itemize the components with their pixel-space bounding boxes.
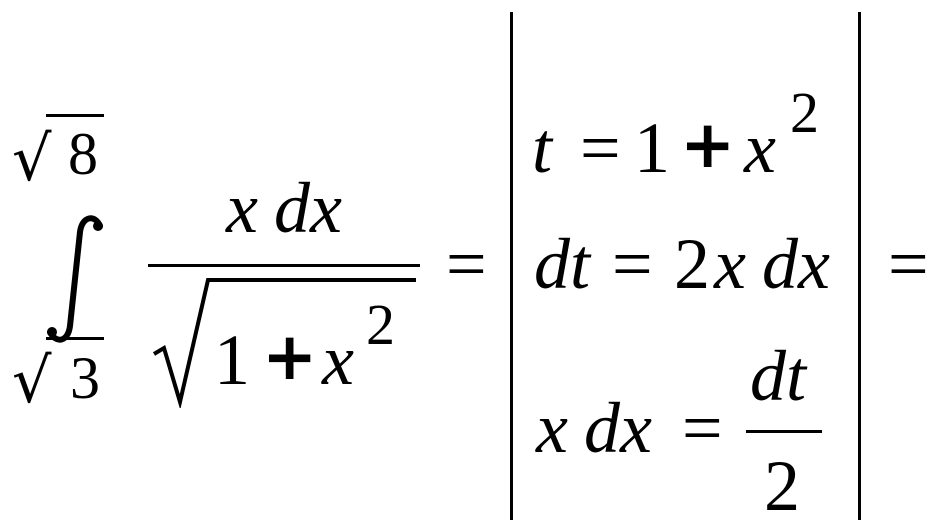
row3-denominator: 2 (764, 446, 800, 526)
fraction-bar (148, 264, 420, 267)
row1-t: t (532, 108, 553, 188)
left-bar (510, 12, 513, 520)
integral-sign (47, 215, 103, 343)
row1-equals: = (580, 108, 621, 188)
denominator-plus: + (262, 318, 318, 395)
row2-two: 2 (674, 224, 710, 304)
upper-limit-radical: √ (12, 122, 52, 195)
equals-sign: = (446, 224, 487, 304)
numerator-dx: dx (274, 168, 342, 248)
row3-dx: dx (584, 388, 652, 468)
denominator-exponent: 2 (366, 292, 395, 357)
right-bar (858, 12, 861, 520)
lower-limit-overline (46, 337, 104, 340)
numerator-x: x (226, 168, 258, 248)
upper-limit-overline (46, 114, 104, 117)
lower-limit-radical: √ (12, 344, 52, 417)
row3-numerator: dt (750, 336, 807, 416)
row3-fraction-bar (746, 430, 822, 433)
row2-equals: = (612, 224, 653, 304)
denominator-x: x (322, 320, 354, 400)
row3-equals: = (682, 388, 723, 468)
trailing-equals-sign: = (888, 224, 929, 304)
upper-limit-value: 8 (68, 121, 98, 187)
row1-x: x (744, 108, 776, 188)
denominator-radical (152, 278, 416, 408)
row1-plus: + (680, 106, 736, 183)
row2-dx: dx (762, 224, 830, 304)
row1-one: 1 (634, 108, 670, 188)
row3-x: x (536, 388, 568, 468)
row2-dt: dt (534, 224, 591, 304)
row1-exponent: 2 (790, 80, 819, 145)
lower-limit-value: 3 (70, 345, 100, 411)
row2-x: x (714, 224, 746, 304)
denominator-one: 1 (214, 320, 250, 400)
